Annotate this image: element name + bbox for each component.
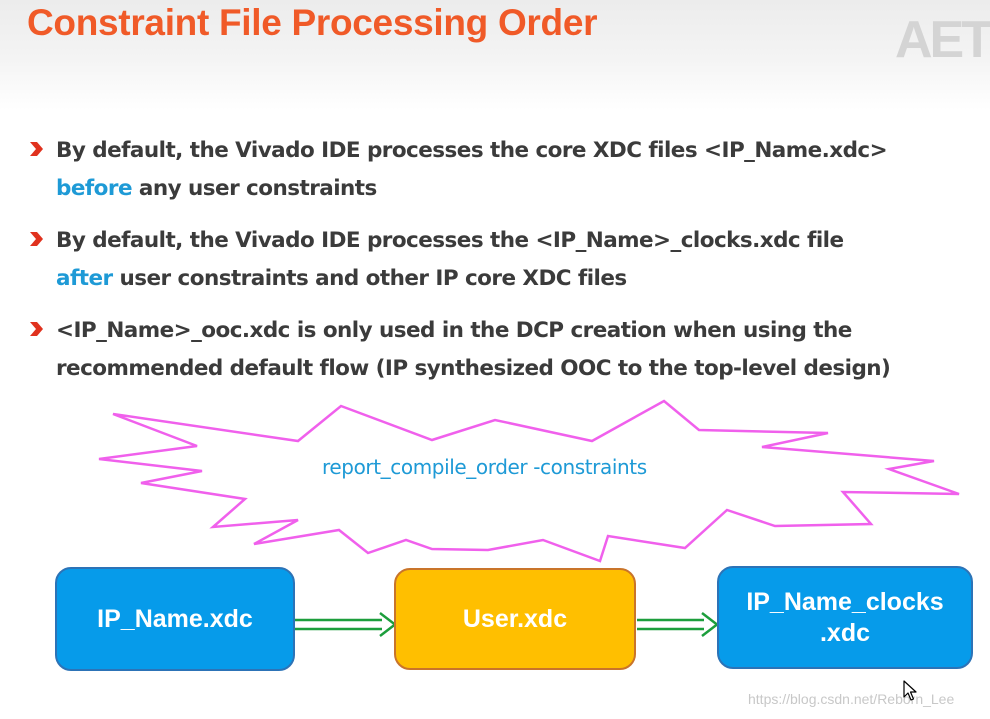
company-logo: AET [895,11,990,69]
arrow-1 [295,612,398,637]
flow-box-label: User.xdc [463,604,567,635]
bullet-text-run: any user constraints [131,176,377,201]
chevron-right-icon [30,322,43,336]
bullet-text-run: <IP_Name>_ooc.xdc is only used in the DC… [56,318,852,343]
bullet-line: By default, the Vivado IDE processes the… [56,132,986,170]
chevron-right-icon [30,142,43,156]
flow-box-clocks-xdc: IP_Name_clocks .xdc [717,566,973,669]
chevron-right-icon [30,232,43,246]
bullet-item: By default, the Vivado IDE processes the… [26,132,986,208]
bullet-text-run: By default, the Vivado IDE processes the… [56,138,888,163]
arrow-2 [637,612,720,637]
bullet-text: By default, the Vivado IDE processes the… [56,132,986,208]
bullet-line: By default, the Vivado IDE processes the… [56,222,986,260]
bullet-line: <IP_Name>_ooc.xdc is only used in the DC… [56,312,986,350]
bullet-list: By default, the Vivado IDE processes the… [26,132,986,402]
bullet-line: after user constraints and other IP core… [56,260,986,298]
flow-box-label: IP_Name.xdc [97,604,253,635]
bullet-text-run: recommended default flow (IP synthesized… [56,356,891,381]
highlight-keyword: before [56,176,133,201]
flow-box-line: IP_Name.xdc [97,604,253,633]
bullet-item: By default, the Vivado IDE processes the… [26,222,986,298]
flow-box-line: User.xdc [462,604,568,633]
burst-label: report_compile_order -constraints [322,455,647,479]
starburst-shape [98,399,960,563]
bullet-text: <IP_Name>_ooc.xdc is only used in the DC… [56,312,986,388]
bullet-line: before any user constraints [56,170,986,208]
flow-box-user-xdc: User.xdc [394,568,636,670]
bullet-text-run: By default, the Vivado IDE processes the… [56,228,844,253]
flow-box-line: .xdc [819,618,870,647]
bullet-text: By default, the Vivado IDE processes the… [56,222,986,298]
highlight-keyword: after [56,266,113,291]
slide-title: Constraint File Processing Order [27,2,598,43]
watermark-text: https://blog.csdn.net/Reborn_Lee [748,691,955,707]
flow-box-ip-xdc: IP_Name.xdc [55,567,295,671]
mouse-pointer-icon [903,680,917,701]
flow-box-line: IP_Name_clocks [746,587,944,616]
bullet-item: <IP_Name>_ooc.xdc is only used in the DC… [26,312,986,388]
bullet-text-run: user constraints and other IP core XDC f… [112,266,628,291]
flow-box-label: IP_Name_clocks .xdc [746,587,943,649]
bullet-line: recommended default flow (IP synthesized… [56,350,986,388]
